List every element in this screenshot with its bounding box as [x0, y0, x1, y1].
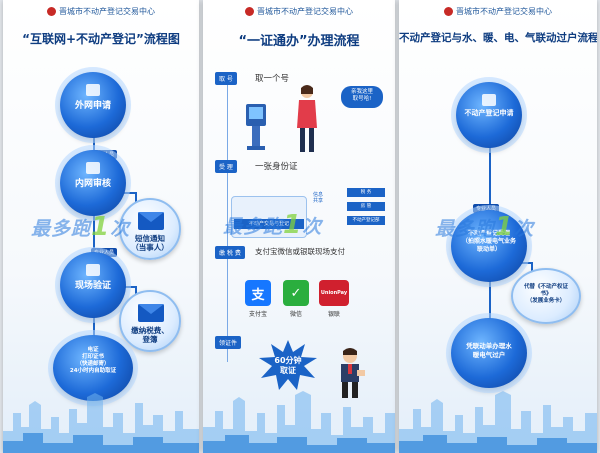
computer-icon	[86, 84, 100, 96]
step-utilities-transfer: 凭联动单办理水 暖电气过户	[451, 318, 527, 388]
step-pay-tax: 缴 税 费	[215, 246, 245, 259]
seal-icon	[444, 7, 453, 16]
seal-icon	[47, 7, 56, 16]
speech-bubble: 亲我这里 取号哈!	[341, 86, 383, 108]
starburst-badge	[259, 340, 317, 390]
step-certificate: 电证 打印证书 （快递邮寄） 24小时内自助取证	[53, 335, 133, 401]
step-inner-review: 内网审核	[60, 150, 126, 216]
kiosk-icon	[246, 104, 266, 150]
running-man-icon	[341, 348, 365, 398]
burst-text: 60分钟 取证	[274, 356, 302, 375]
counter-registration: 不动产登记部	[347, 216, 385, 225]
step-pay-tax-desc: 支付宝微信或银联现场支付	[255, 247, 345, 256]
step-onsite-verify: 现场验证	[60, 252, 126, 318]
service-counter: 不动产交易与登记	[231, 196, 307, 238]
step-registration-accept: 不动产登记受理 （拍照水暖电气业务 联动单）	[451, 210, 527, 282]
step-accept-desc: 一张身份证	[255, 162, 298, 172]
banner-title: 不动产登记与水、暖、电、气联动过户流程图	[399, 32, 597, 44]
slogan-watermark: 最多跑1次	[31, 212, 131, 242]
branch-pay-tax: 缴纳税费、 登簿	[119, 290, 181, 352]
city-skyline-graphic	[3, 393, 199, 453]
banner-title: “互联网+不动产登记”流程图	[22, 32, 180, 46]
wechat-pay-icon: ✓	[283, 280, 309, 306]
step-take-number: 取 号	[215, 72, 237, 85]
banner-one-certificate: 晋城市不动产登记交易中心 “一证通办”办理流程 取 号 取一个号 亲我这里 取号…	[203, 0, 395, 453]
city-skyline-graphic	[399, 391, 597, 453]
step-collect-certificate: 领证件	[215, 336, 242, 349]
step-take-number-desc: 取一个号	[255, 74, 290, 84]
slogan-watermark: 最多跑1次	[223, 210, 323, 240]
computer-icon	[86, 162, 100, 174]
counter-tax: 税 务	[347, 188, 385, 197]
banner-utilities-transfer: 晋城市不动产登记交易中心 不动产登记与水、暖、电、气联动过户流程图 不动产登记申…	[399, 0, 597, 453]
payment-unionpay: UnionPay 银联	[319, 280, 349, 318]
payment-wechat: ✓ 微信	[283, 280, 309, 318]
branch-line	[531, 262, 533, 276]
payment-alipay: 支 支付宝	[245, 280, 271, 318]
staff-person-icon	[297, 85, 317, 152]
info-share-label: 信息共享	[312, 192, 323, 204]
computer-icon	[86, 264, 100, 276]
flow-line	[93, 100, 95, 370]
seal-icon	[245, 7, 254, 16]
envelope-icon	[138, 304, 164, 322]
step-outer-apply: 外网申请	[60, 72, 126, 138]
step-registration-apply: 不动产登记申请	[456, 82, 522, 148]
envelope-icon	[138, 212, 164, 230]
banner-internet-registration: 晋城市不动产登记交易中心 “互联网+不动产登记”流程图 外网申请 专业人员 内网…	[3, 0, 199, 453]
city-skyline-graphic	[203, 391, 395, 453]
org-header: 晋城市不动产登记交易中心	[203, 6, 395, 17]
slogan-watermark: 最多跑1次	[435, 212, 535, 242]
alipay-icon: 支	[245, 280, 271, 306]
flow-line	[227, 72, 228, 362]
counter-housing: 房 管	[347, 202, 385, 211]
org-header: 晋城市不动产登记交易中心	[399, 6, 597, 17]
branch-sms-notify: 短信通知 （当事人）	[119, 198, 181, 260]
unionpay-icon: UnionPay	[319, 280, 349, 306]
step-accept: 受 理	[215, 160, 237, 173]
staff-tag: 专业人员	[473, 204, 500, 213]
building-icon	[482, 94, 496, 106]
branch-certificate-card: 代替《不动产权证书》 （发展业务卡）	[511, 268, 581, 324]
org-header: 晋城市不动产登记交易中心	[3, 6, 199, 17]
banner-title: “一证通办”办理流程	[238, 34, 360, 49]
